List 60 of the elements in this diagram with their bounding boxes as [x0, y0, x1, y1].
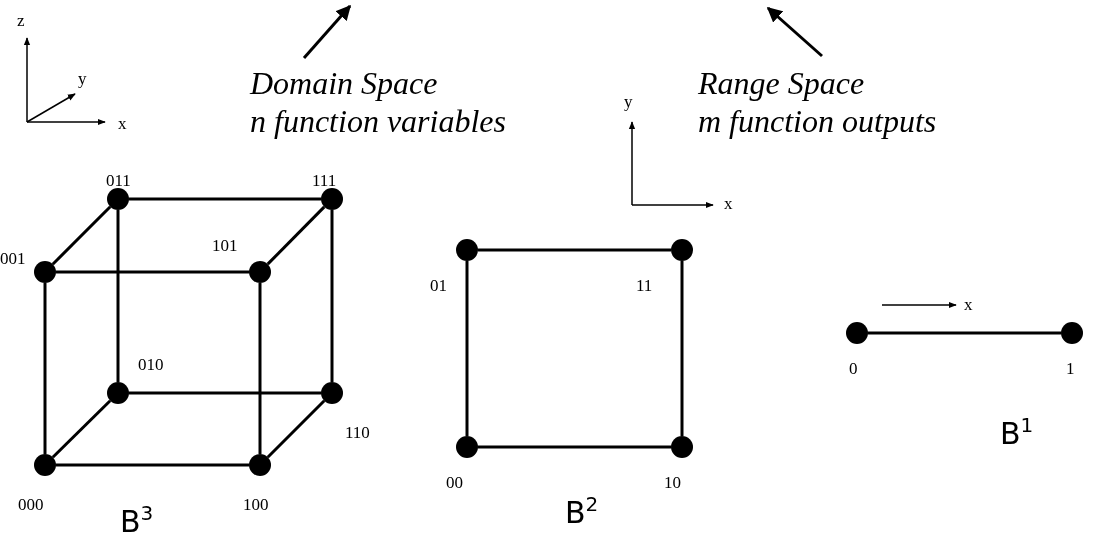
vertex-dot	[249, 261, 271, 283]
connector-line	[266, 205, 326, 266]
connector-line	[478, 248, 671, 252]
connector-line	[129, 391, 321, 395]
vertex-dot	[1061, 322, 1083, 344]
connector-line	[330, 210, 334, 382]
vertex-dot	[671, 436, 693, 458]
connector-line	[258, 283, 262, 454]
connector-line	[116, 210, 120, 382]
space-symbol: B$^{2}$	[565, 497, 599, 529]
connector-line	[51, 205, 112, 266]
vertex-dot	[846, 322, 868, 344]
axis-label: x	[118, 115, 127, 133]
vertex-dot	[321, 382, 343, 404]
vertex-dot	[456, 239, 478, 261]
vertex-label: 00	[446, 474, 463, 492]
vertex-dot	[107, 382, 129, 404]
vertex-label: 011	[106, 172, 131, 190]
vertex-label: 010	[138, 356, 164, 374]
vertex-label: 110	[345, 424, 370, 442]
connector-line	[266, 399, 326, 459]
vertex-label: 001	[0, 250, 26, 268]
axis-label: x	[724, 195, 733, 213]
vertex-dot	[249, 454, 271, 476]
vertex-label: 101	[212, 237, 238, 255]
vertex-dot	[321, 188, 343, 210]
space-description: n function variables	[250, 102, 507, 140]
space-heading: Domain Space	[250, 64, 439, 102]
connector-line	[43, 283, 47, 454]
connector-line	[465, 261, 469, 436]
space-symbol: B$^{1}$	[1000, 418, 1034, 450]
connector-line	[868, 331, 1061, 335]
connector-line	[56, 270, 249, 274]
space-heading: Range Space	[698, 64, 866, 102]
vertex-dot	[671, 239, 693, 261]
arrow	[766, 6, 823, 58]
axis-label: y	[78, 70, 87, 88]
vertex-label: 111	[312, 172, 337, 190]
vertex-dot	[34, 454, 56, 476]
vertex-label: 1	[1066, 360, 1075, 378]
vertex-dot	[34, 261, 56, 283]
axis-label: z	[17, 12, 25, 30]
connector-line	[478, 445, 671, 449]
axis-label: y	[624, 93, 633, 111]
connector-line	[56, 463, 249, 467]
connector-line	[129, 197, 321, 201]
vertex-label: 11	[636, 277, 653, 295]
vertex-label: 000	[18, 496, 44, 514]
vertex-label: 100	[243, 496, 269, 514]
connector-line	[680, 261, 684, 436]
vertex-label: 10	[664, 474, 681, 492]
vertex-label: 01	[430, 277, 447, 295]
axis-label: x	[964, 296, 973, 314]
space-description: m function outputs	[698, 102, 938, 140]
vertex-dot	[456, 436, 478, 458]
arrow	[302, 4, 352, 59]
space-symbol: B$^{3}$	[120, 506, 154, 538]
vertex-label: 0	[849, 360, 858, 378]
connector-line	[51, 399, 112, 459]
vertex-dot	[107, 188, 129, 210]
